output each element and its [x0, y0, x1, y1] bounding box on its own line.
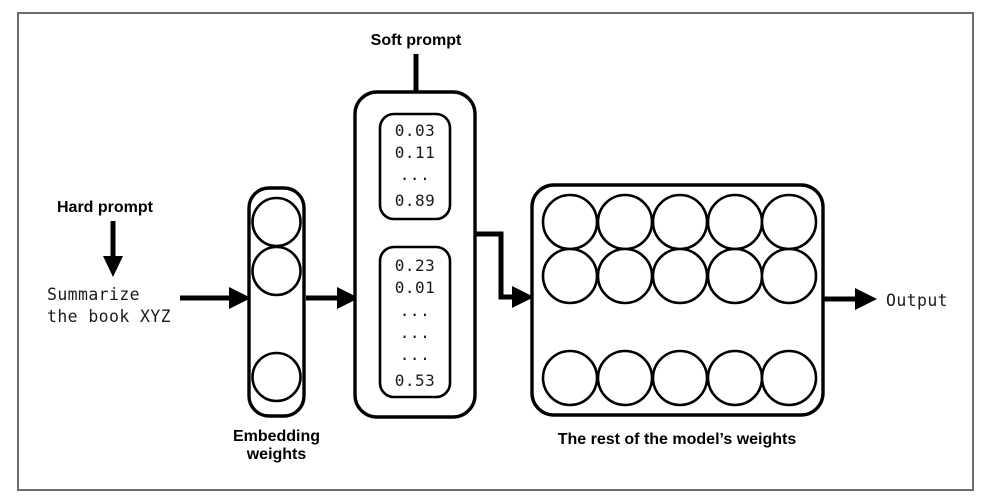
soft-prompt-label: Soft prompt: [371, 32, 462, 49]
output-label: Output: [886, 291, 948, 310]
embedding-to-soft-prompt-arrow: [306, 287, 359, 309]
prompt-to-embedding-arrow: [180, 287, 251, 309]
soft-prompt-lower-vector-box: [378, 245, 452, 399]
model-neuron: [760, 193, 818, 251]
soft-prompt-to-model-connector: [475, 231, 534, 308]
model-neuron: [651, 247, 709, 305]
prompt-text-line2: the book XYZ: [47, 307, 171, 326]
soft-prompt-lower-ellipsis: ...: [400, 345, 430, 364]
embedding-neuron: [251, 196, 302, 248]
embedding-weights-label-line1: Embedding: [233, 428, 320, 445]
model-neuron: [541, 349, 599, 407]
soft-prompt-lower-value: 0.23: [395, 256, 436, 275]
model-neuron: [596, 247, 654, 305]
soft-prompt-lower-ellipsis: ...: [400, 323, 430, 342]
prompt-text-line1: Summarize: [47, 285, 140, 304]
hard-prompt-label: Hard prompt: [57, 199, 154, 216]
embedding-neuron: [251, 351, 302, 403]
model-weights-group: [530, 183, 825, 417]
model-neuron: [596, 193, 654, 251]
soft-prompt-lower-value: 0.53: [395, 371, 436, 390]
model-to-output-arrow: [823, 288, 877, 310]
soft-prompt-upper-vector-box: [378, 112, 452, 221]
soft-prompt-lower-ellipsis: ...: [400, 301, 430, 320]
model-neuron: [651, 349, 709, 407]
model-neuron: [596, 349, 654, 407]
model-neuron: [706, 349, 764, 407]
model-neuron: [541, 247, 599, 305]
model-neuron: [706, 247, 764, 305]
model-neuron: [760, 349, 818, 407]
embedding-weights-group: [247, 186, 306, 418]
model-neuron: [651, 193, 709, 251]
embedding-weights-label-line2: weights: [246, 446, 307, 463]
embedding-neuron: [251, 245, 302, 297]
model-weights-label: The rest of the model’s weights: [558, 431, 797, 448]
soft-prompt-lower-value: 0.01: [395, 278, 436, 297]
soft-prompt-upper-ellipsis: ...: [400, 165, 430, 184]
soft-prompt-upper-value: 0.03: [395, 121, 436, 140]
model-neuron: [760, 247, 818, 305]
model-neuron: [706, 193, 764, 251]
soft-prompt-upper-value: 0.11: [395, 143, 436, 162]
model-neuron: [541, 193, 599, 251]
hard-prompt-pointer-arrow: [103, 221, 123, 277]
soft-prompt-upper-value: 0.89: [395, 191, 436, 210]
